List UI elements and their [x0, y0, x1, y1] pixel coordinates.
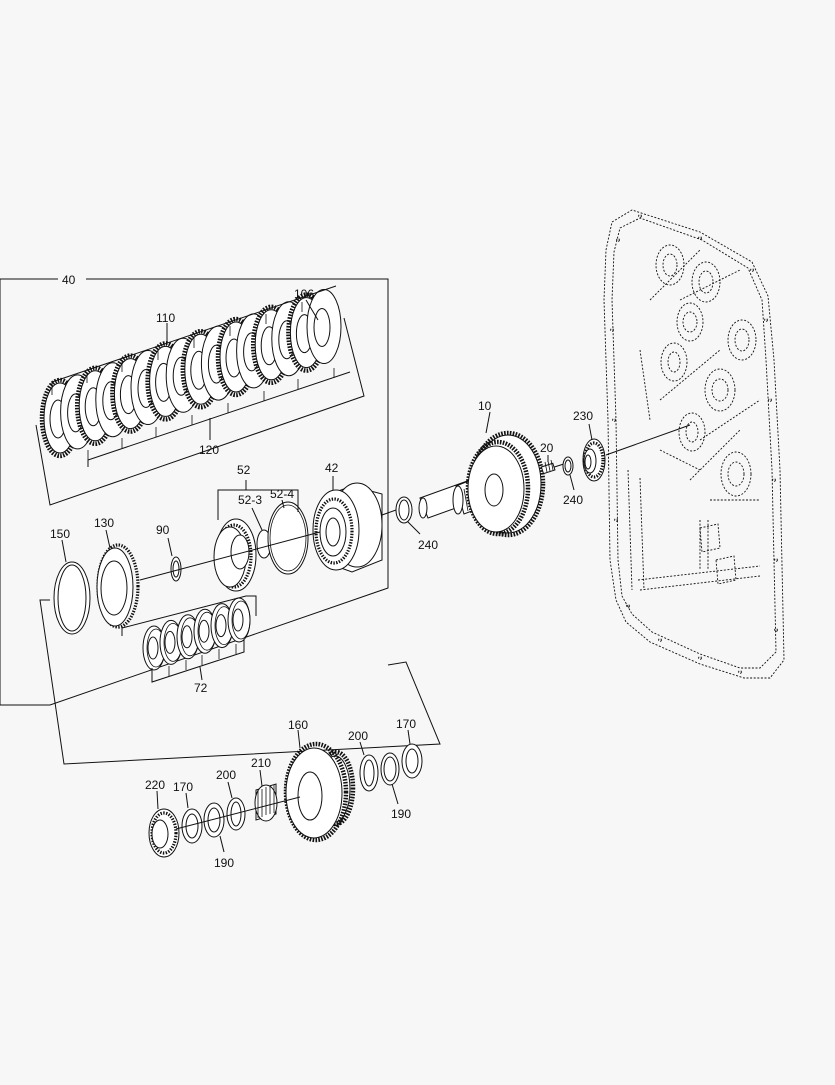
transmission-housing — [603, 209, 785, 679]
spring-washer — [142, 625, 166, 671]
clutch-drum-42: 42 — [312, 461, 383, 573]
callout-40: 40 — [62, 273, 76, 287]
callout-240-right: 240 — [563, 493, 583, 507]
bearing-230: 230 — [573, 409, 691, 482]
clutch-plate-steel — [306, 289, 342, 364]
needle-bearing-210: 210 — [251, 756, 278, 822]
snap-ring-150: 150 — [50, 527, 91, 635]
callout-120: 120 — [199, 443, 219, 457]
pin-20: 20 — [540, 441, 556, 475]
callout-200-left: 200 — [216, 768, 236, 782]
callout-150: 150 — [50, 527, 70, 541]
washer-170-left: 170 — [173, 780, 203, 844]
lower-bracket — [39, 599, 441, 765]
callout-240-left: 240 — [418, 538, 438, 552]
spring-washer — [176, 614, 200, 660]
callout-110: 110 — [156, 311, 175, 325]
snap-ring-90: 90 — [139, 523, 321, 582]
shaft-gear-10: 10 — [381, 399, 571, 538]
piston-52: 52 52-3 52-4 — [213, 463, 309, 592]
clutch-plate-stack: 110 106 120 — [35, 285, 365, 506]
assembly-40-frame: 40 — [0, 273, 389, 706]
callout-106: 106 — [294, 287, 314, 301]
gear-160: 160 — [283, 718, 356, 843]
callout-170-right: 170 — [396, 717, 416, 731]
callout-52-4: 52-4 — [270, 487, 294, 501]
spring-washer — [227, 597, 251, 643]
bearing-220: 220 — [145, 778, 180, 858]
callout-220: 220 — [145, 778, 165, 792]
callout-90: 90 — [156, 523, 170, 537]
callout-230: 230 — [573, 409, 593, 423]
plate-130: 130 — [94, 516, 140, 629]
callout-160: 160 — [288, 718, 308, 732]
spring-washer — [159, 619, 183, 665]
callout-190-right: 190 — [391, 807, 411, 821]
callout-72: 72 — [194, 681, 208, 695]
ring-190-right: 190 — [380, 752, 411, 821]
callout-130: 130 — [94, 516, 114, 530]
snap-ring-240-right: 240 — [562, 456, 583, 507]
callout-210: 210 — [251, 756, 271, 770]
ring-200-right: 200 — [348, 729, 379, 792]
callout-20: 20 — [540, 441, 554, 455]
callout-170-left: 170 — [173, 780, 193, 794]
ring-190-left: 190 — [203, 802, 234, 870]
callout-200-right: 200 — [348, 729, 368, 743]
callout-52: 52 — [237, 463, 251, 477]
washer-170-right: 170 — [396, 717, 423, 779]
spring-pack-72: 72 — [121, 595, 257, 695]
callout-42: 42 — [325, 461, 339, 475]
callout-52-3: 52-3 — [238, 493, 262, 507]
lower-axis-line — [175, 796, 301, 830]
snap-ring-240-left: 240 — [395, 496, 438, 552]
callout-190-left: 190 — [214, 856, 234, 870]
callout-10: 10 — [478, 399, 492, 413]
spring-washer — [210, 603, 234, 649]
